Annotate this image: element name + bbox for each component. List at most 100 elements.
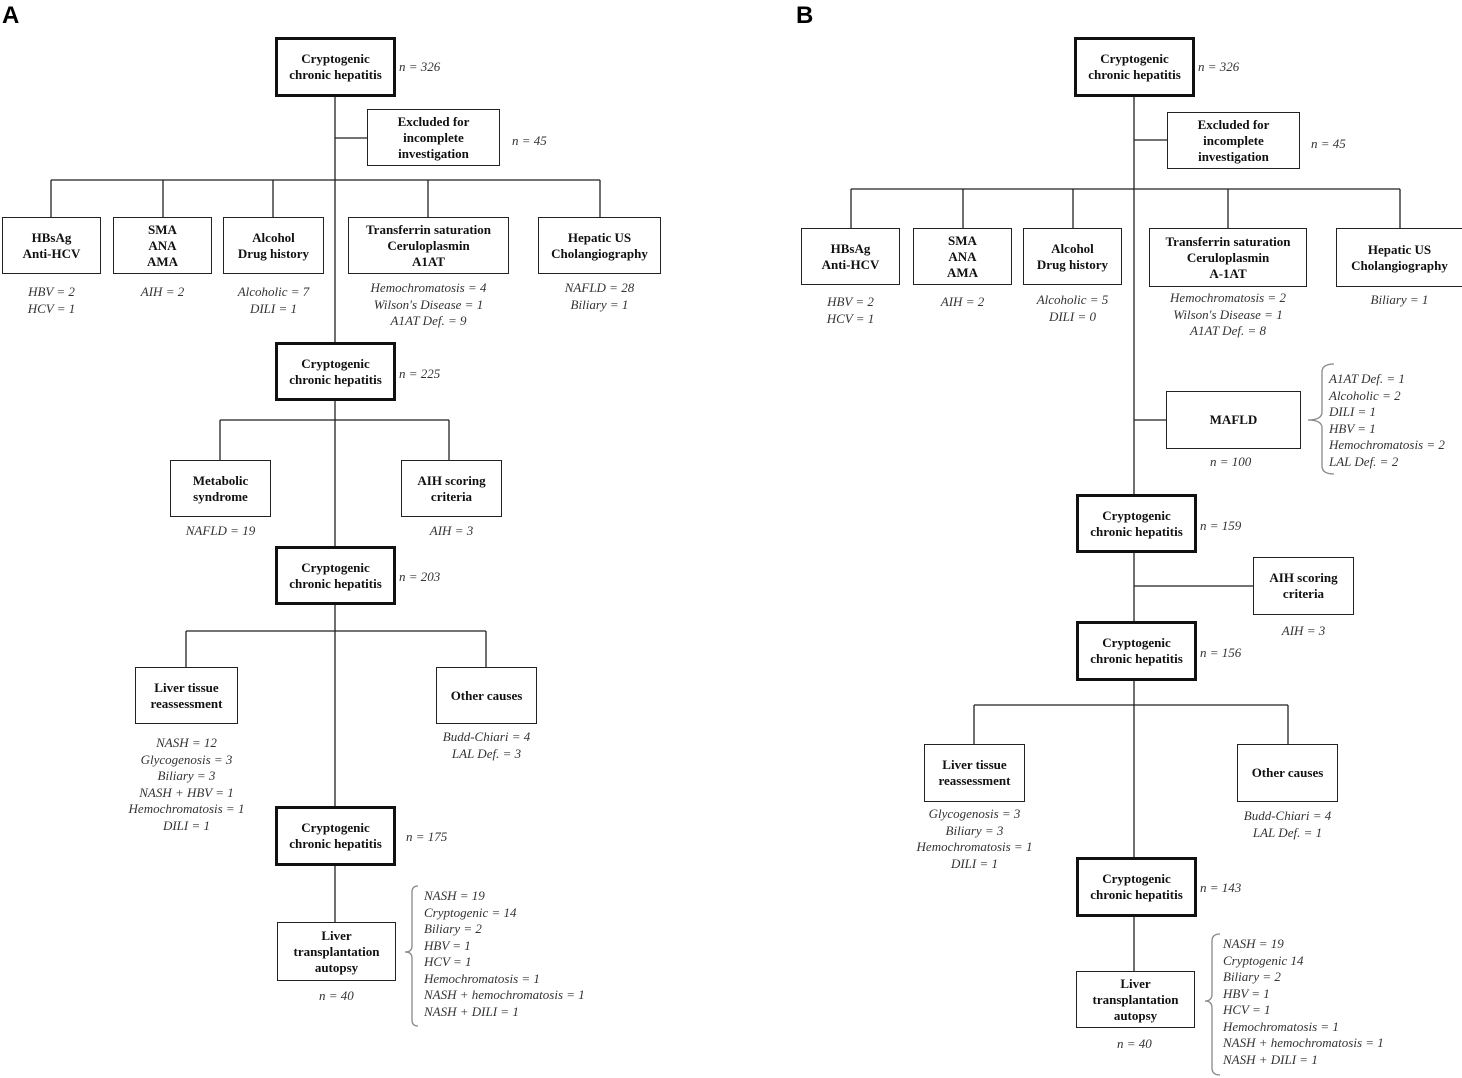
b-cryptogenic-box-1-label: Cryptogenic chronic hepatitis bbox=[1088, 51, 1181, 82]
b-transplant-results: NASH = 19 Cryptogenic 14 Biliary = 2 HBV… bbox=[1223, 936, 1384, 1067]
a-transplant-box-label: Liver transplantation autopsy bbox=[293, 927, 380, 975]
a-transplant-box: Liver transplantation autopsy bbox=[277, 922, 396, 981]
a-hepatic-box-label: Hepatic US Cholangiography bbox=[551, 229, 648, 261]
b-liver-tissue-box: Liver tissue reassessment bbox=[924, 744, 1025, 802]
b-cryptogenic-box-2-label: Cryptogenic chronic hepatitis bbox=[1090, 507, 1183, 539]
b-hepatic-box-label: Hepatic US Cholangiography bbox=[1351, 241, 1448, 273]
b-hbsag-box: HBsAg Anti-HCV bbox=[801, 228, 900, 285]
a-other-causes-box: Other causes bbox=[436, 667, 537, 724]
b-count-156: n = 156 bbox=[1200, 645, 1242, 660]
a-other-causes-results: Budd-Chiari = 4 LAL Def. = 3 bbox=[442, 729, 531, 761]
a-alcohol-box: Alcohol Drug history bbox=[223, 217, 324, 274]
a-hbsag-box-label: HBsAg Anti-HCV bbox=[22, 229, 81, 261]
a-sma-box-label: SMA ANA AMA bbox=[146, 221, 179, 269]
b-sma-results: AIH = 2 bbox=[940, 294, 985, 309]
b-count-transplant: n = 40 bbox=[1117, 1036, 1152, 1051]
a-aih-box-label: AIH scoring criteria bbox=[417, 472, 486, 504]
a-transferrin-results: Hemochromatosis = 4 Wilson's Disease = 1… bbox=[370, 280, 487, 328]
a-aih-results: AIH = 3 bbox=[429, 523, 474, 538]
a-hbsag-results: HBV = 2 HCV = 1 bbox=[27, 284, 76, 316]
a-cryptogenic-box-4: Cryptogenic chronic hepatitis bbox=[275, 806, 396, 866]
b-liver-tissue-box-label: Liver tissue reassessment bbox=[938, 757, 1011, 788]
a-excluded-box: Excluded for incomplete investigation bbox=[367, 109, 500, 166]
b-aih-box-label: AIH scoring criteria bbox=[1269, 570, 1338, 601]
b-transferrin-results: Hemochromatosis = 2 Wilson's Disease = 1… bbox=[1170, 290, 1286, 338]
a-aih-box: AIH scoring criteria bbox=[401, 460, 502, 517]
a-cryptogenic-box-2-label: Cryptogenic chronic hepatitis bbox=[289, 355, 382, 387]
b-count-326: n = 326 bbox=[1198, 59, 1240, 74]
b-alcohol-box: Alcohol Drug history bbox=[1023, 228, 1122, 285]
b-transplant-box: Liver transplantation autopsy bbox=[1076, 971, 1195, 1028]
a-count-326: n = 326 bbox=[399, 59, 441, 74]
b-sma-box: SMA ANA AMA bbox=[913, 228, 1012, 285]
b-excluded-box: Excluded for incomplete investigation bbox=[1167, 112, 1300, 169]
b-count-159: n = 159 bbox=[1200, 518, 1242, 533]
b-count-143: n = 143 bbox=[1200, 880, 1242, 895]
b-hbsag-results: HBV = 2 HCV = 1 bbox=[826, 294, 875, 326]
a-transplant-bracket bbox=[404, 885, 419, 1027]
a-count-225: n = 225 bbox=[399, 366, 441, 381]
a-cryptogenic-box-3: Cryptogenic chronic hepatitis bbox=[275, 546, 396, 605]
panel-b-letter: B bbox=[796, 2, 814, 29]
b-transplant-bracket bbox=[1204, 933, 1221, 1076]
b-transplant-box-label: Liver transplantation autopsy bbox=[1092, 975, 1179, 1023]
b-hepatic-results: Biliary = 1 bbox=[1370, 292, 1429, 307]
b-cryptogenic-box-3-label: Cryptogenic chronic hepatitis bbox=[1090, 635, 1183, 666]
b-other-causes-box-label: Other causes bbox=[1251, 765, 1324, 780]
b-aih-results: AIH = 3 bbox=[1281, 623, 1326, 638]
b-cryptogenic-box-4: Cryptogenic chronic hepatitis bbox=[1076, 857, 1197, 917]
a-transplant-results: NASH = 19 Cryptogenic = 14 Biliary = 2 H… bbox=[424, 888, 585, 1019]
b-sma-box-label: SMA ANA AMA bbox=[946, 232, 979, 280]
a-count-203: n = 203 bbox=[399, 569, 441, 584]
b-mafld-results: A1AT Def. = 1 Alcoholic = 2 DILI = 1 HBV… bbox=[1329, 371, 1445, 469]
b-mafld-bracket bbox=[1307, 363, 1335, 475]
a-metabolic-results: NAFLD = 19 bbox=[185, 523, 256, 538]
a-cryptogenic-box-1-label: Cryptogenic chronic hepatitis bbox=[289, 51, 382, 82]
b-hbsag-box-label: HBsAg Anti-HCV bbox=[821, 240, 880, 272]
a-count-transplant: n = 40 bbox=[319, 988, 354, 1003]
a-transferrin-box-label: Transferrin saturation Ceruloplasmin A1A… bbox=[365, 221, 492, 269]
a-alcohol-box-label: Alcohol Drug history bbox=[237, 229, 310, 261]
b-count-mafld: n = 100 bbox=[1210, 454, 1252, 469]
b-excluded-box-label: Excluded for incomplete investigation bbox=[1197, 116, 1270, 164]
panel-a-letter: A bbox=[2, 2, 20, 29]
a-liver-tissue-box-label: Liver tissue reassessment bbox=[150, 679, 223, 711]
b-liver-tissue-results: Glycogenosis = 3 Biliary = 3 Hemochromat… bbox=[916, 806, 1033, 871]
b-transferrin-box: Transferrin saturation Ceruloplasmin A-1… bbox=[1149, 228, 1307, 287]
a-alcohol-results: Alcoholic = 7 DILI = 1 bbox=[237, 284, 310, 316]
a-hbsag-box: HBsAg Anti-HCV bbox=[2, 217, 101, 274]
b-transferrin-box-label: Transferrin saturation Ceruloplasmin A-1… bbox=[1165, 233, 1291, 281]
a-hepatic-box: Hepatic US Cholangiography bbox=[538, 217, 661, 274]
b-hepatic-box: Hepatic US Cholangiography bbox=[1336, 228, 1462, 287]
a-excluded-box-label: Excluded for incomplete investigation bbox=[397, 113, 470, 161]
b-alcohol-box-label: Alcohol Drug history bbox=[1036, 240, 1109, 272]
b-aih-box: AIH scoring criteria bbox=[1253, 557, 1354, 615]
a-metabolic-box: Metabolic syndrome bbox=[170, 460, 271, 517]
a-liver-tissue-box: Liver tissue reassessment bbox=[135, 667, 238, 724]
a-sma-box: SMA ANA AMA bbox=[113, 217, 212, 274]
b-count-excluded: n = 45 bbox=[1311, 136, 1346, 151]
a-metabolic-box-label: Metabolic syndrome bbox=[192, 472, 249, 504]
b-cryptogenic-box-3: Cryptogenic chronic hepatitis bbox=[1076, 621, 1197, 681]
a-sma-results: AIH = 2 bbox=[140, 284, 185, 299]
a-hepatic-results: NAFLD = 28 Biliary = 1 bbox=[564, 280, 635, 312]
a-other-causes-box-label: Other causes bbox=[450, 687, 523, 703]
b-mafld-box: MAFLD bbox=[1166, 391, 1301, 449]
b-cryptogenic-box-4-label: Cryptogenic chronic hepatitis bbox=[1090, 871, 1183, 902]
b-alcohol-results: Alcoholic = 5 DILI = 0 bbox=[1036, 292, 1109, 324]
b-cryptogenic-box-1: Cryptogenic chronic hepatitis bbox=[1074, 37, 1195, 97]
a-transferrin-box: Transferrin saturation Ceruloplasmin A1A… bbox=[348, 217, 509, 274]
a-cryptogenic-box-1: Cryptogenic chronic hepatitis bbox=[275, 37, 396, 97]
b-other-causes-box: Other causes bbox=[1237, 744, 1338, 802]
b-other-causes-results: Budd-Chiari = 4 LAL Def. = 1 bbox=[1243, 808, 1332, 840]
a-cryptogenic-box-2: Cryptogenic chronic hepatitis bbox=[275, 342, 396, 401]
a-count-excluded: n = 45 bbox=[512, 133, 547, 148]
a-liver-tissue-results: NASH = 12 Glycogenosis = 3 Biliary = 3 N… bbox=[128, 735, 245, 833]
a-count-175: n = 175 bbox=[406, 829, 448, 844]
b-cryptogenic-box-2: Cryptogenic chronic hepatitis bbox=[1076, 494, 1197, 553]
a-cryptogenic-box-3-label: Cryptogenic chronic hepatitis bbox=[289, 559, 382, 591]
b-mafld-box-label: MAFLD bbox=[1209, 412, 1258, 427]
a-cryptogenic-box-4-label: Cryptogenic chronic hepatitis bbox=[289, 820, 382, 851]
